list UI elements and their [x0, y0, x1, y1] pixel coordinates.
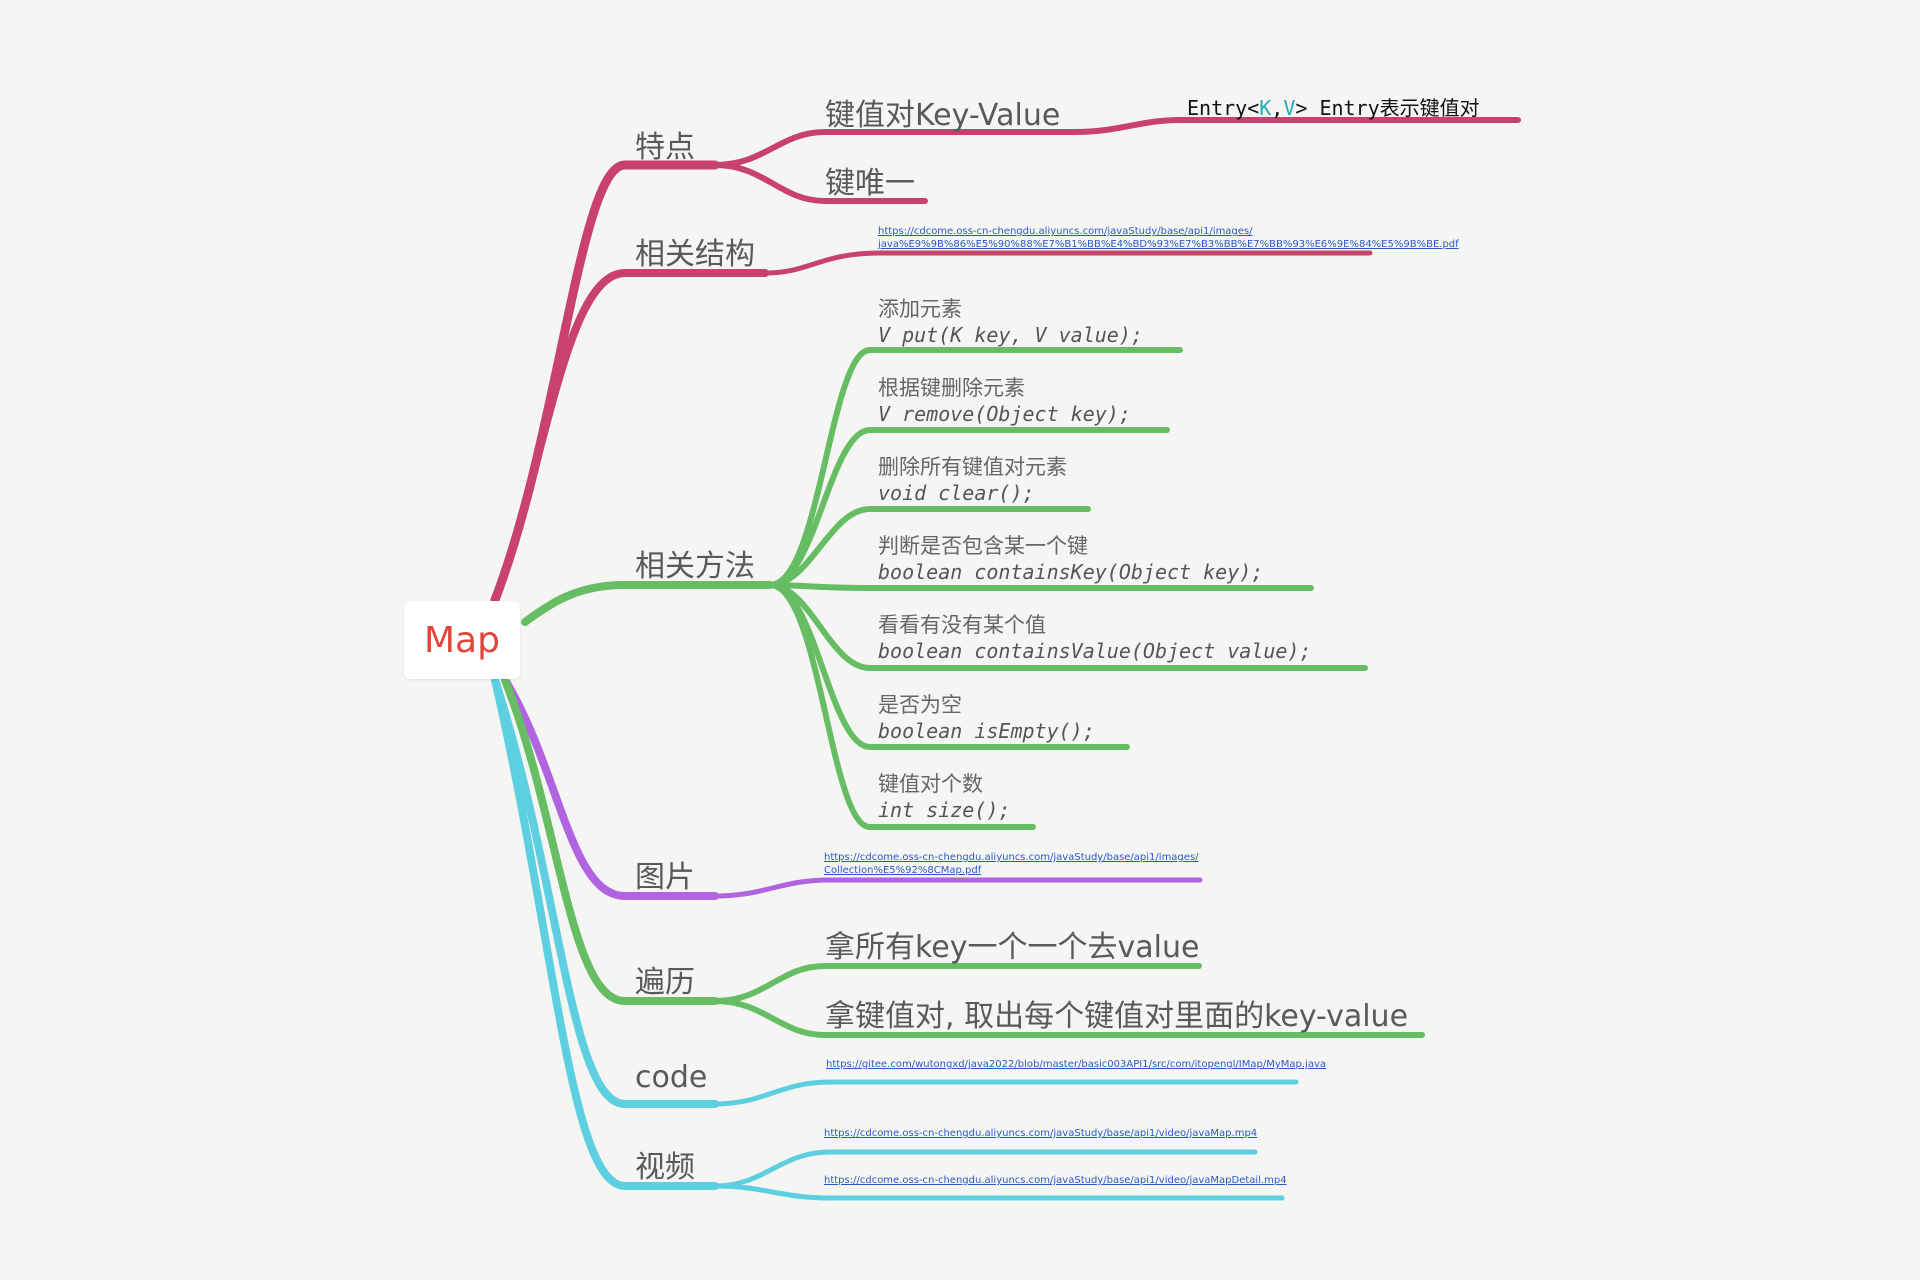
branch-methods	[521, 581, 774, 626]
branch-traverse-2	[712, 998, 1425, 1038]
node-traverse[interactable]: 遍历	[635, 965, 695, 1000]
entry-note-suffix: > Entry表示键值对	[1295, 96, 1480, 120]
structure-link-line1: https://cdcome.oss-cn-chengdu.aliyuncs.c…	[878, 226, 1253, 237]
method-signature: int size();	[878, 798, 1011, 822]
branch-image	[501, 676, 719, 900]
branch-structure	[491, 269, 769, 604]
branch-image-link	[712, 877, 1203, 899]
method-desc: 删除所有键值对元素	[878, 455, 1067, 479]
method-desc: 键值对个数	[878, 772, 983, 796]
entry-note-v: V	[1283, 96, 1296, 120]
branch-traverse	[501, 676, 719, 1005]
node-features[interactable]: 特点	[635, 130, 695, 165]
method-signature: boolean containsKey(Object key);	[878, 560, 1264, 584]
branch-method-7	[767, 582, 1036, 830]
root-label: Map	[424, 619, 500, 661]
branch-video-2	[712, 1183, 1285, 1201]
root-node[interactable]: Map	[404, 601, 520, 679]
entry-note-k: K	[1259, 96, 1272, 120]
method-signature: boolean isEmpty();	[878, 719, 1095, 743]
method-desc: 根据键删除元素	[878, 376, 1025, 400]
method-desc: 添加元素	[878, 297, 962, 321]
node-key-value[interactable]: 键值对Key-Value	[825, 98, 1061, 133]
image-link-line1: https://cdcome.oss-cn-chengdu.aliyuncs.c…	[824, 852, 1199, 863]
structure-link-line2: java%E9%9B%86%E5%90%88%E7%B1%BB%E4%BD%93…	[878, 239, 1459, 250]
node-video[interactable]: 视频	[635, 1150, 695, 1185]
method-signature: V put(K key, V value);	[878, 323, 1143, 347]
method-item-size[interactable]: 键值对个数 int size();	[878, 771, 1010, 823]
video-link-1[interactable]: https://cdcome.oss-cn-chengdu.aliyuncs.c…	[824, 1128, 1258, 1139]
branch-traverse-1	[712, 963, 1202, 1004]
method-signature: boolean containsValue(Object value);	[878, 639, 1312, 663]
method-item-contains-value[interactable]: 看看有没有某个值 boolean containsValue(Object va…	[878, 612, 1311, 664]
branch-features-kv	[712, 117, 1521, 168]
node-image[interactable]: 图片	[635, 860, 695, 895]
node-code[interactable]: code	[635, 1060, 708, 1095]
node-traverse-keys[interactable]: 拿所有key一个一个去value	[825, 930, 1200, 965]
method-signature: V remove(Object key);	[878, 402, 1131, 426]
method-item-remove[interactable]: 根据键删除元素 V remove(Object key);	[878, 375, 1131, 427]
image-link-line2: Collection%E5%92%8CMap.pdf	[824, 865, 982, 876]
method-desc: 看看有没有某个值	[878, 613, 1046, 637]
node-entry-note[interactable]: Entry<K,V> Entry表示键值对	[1187, 92, 1480, 121]
method-desc: 判断是否包含某一个键	[878, 534, 1088, 558]
method-item-clear[interactable]: 删除所有键值对元素 void clear();	[878, 454, 1067, 506]
entry-note-comma: ,	[1271, 96, 1284, 120]
branch-method-3	[767, 506, 1091, 588]
branch-code	[491, 676, 719, 1108]
node-unique-key[interactable]: 键唯一	[825, 166, 915, 201]
image-link[interactable]: https://cdcome.oss-cn-chengdu.aliyuncs.c…	[824, 851, 1199, 877]
branch-code-link	[712, 1079, 1299, 1107]
method-signature: void clear();	[878, 481, 1035, 505]
method-item-contains-key[interactable]: 判断是否包含某一个键 boolean containsKey(Object ke…	[878, 533, 1263, 585]
node-structure[interactable]: 相关结构	[635, 237, 755, 272]
branch-structure-link	[762, 250, 1373, 276]
branch-features-unique	[712, 162, 928, 204]
method-item-is-empty[interactable]: 是否为空 boolean isEmpty();	[878, 692, 1095, 744]
method-desc: 是否为空	[878, 693, 962, 717]
branch-video	[491, 676, 719, 1190]
video-link-2[interactable]: https://cdcome.oss-cn-chengdu.aliyuncs.c…	[824, 1175, 1287, 1186]
branch-method-4	[767, 582, 1314, 591]
node-methods[interactable]: 相关方法	[635, 549, 755, 584]
structure-link[interactable]: https://cdcome.oss-cn-chengdu.aliyuncs.c…	[878, 225, 1459, 251]
entry-note-prefix: Entry<	[1187, 96, 1260, 120]
code-link[interactable]: https://gitee.com/wutongxd/java2022/blob…	[826, 1059, 1326, 1070]
node-traverse-entries[interactable]: 拿键值对, 取出每个键值对里面的key-value	[825, 999, 1409, 1034]
method-item-put[interactable]: 添加元素 V put(K key, V value);	[878, 296, 1143, 348]
